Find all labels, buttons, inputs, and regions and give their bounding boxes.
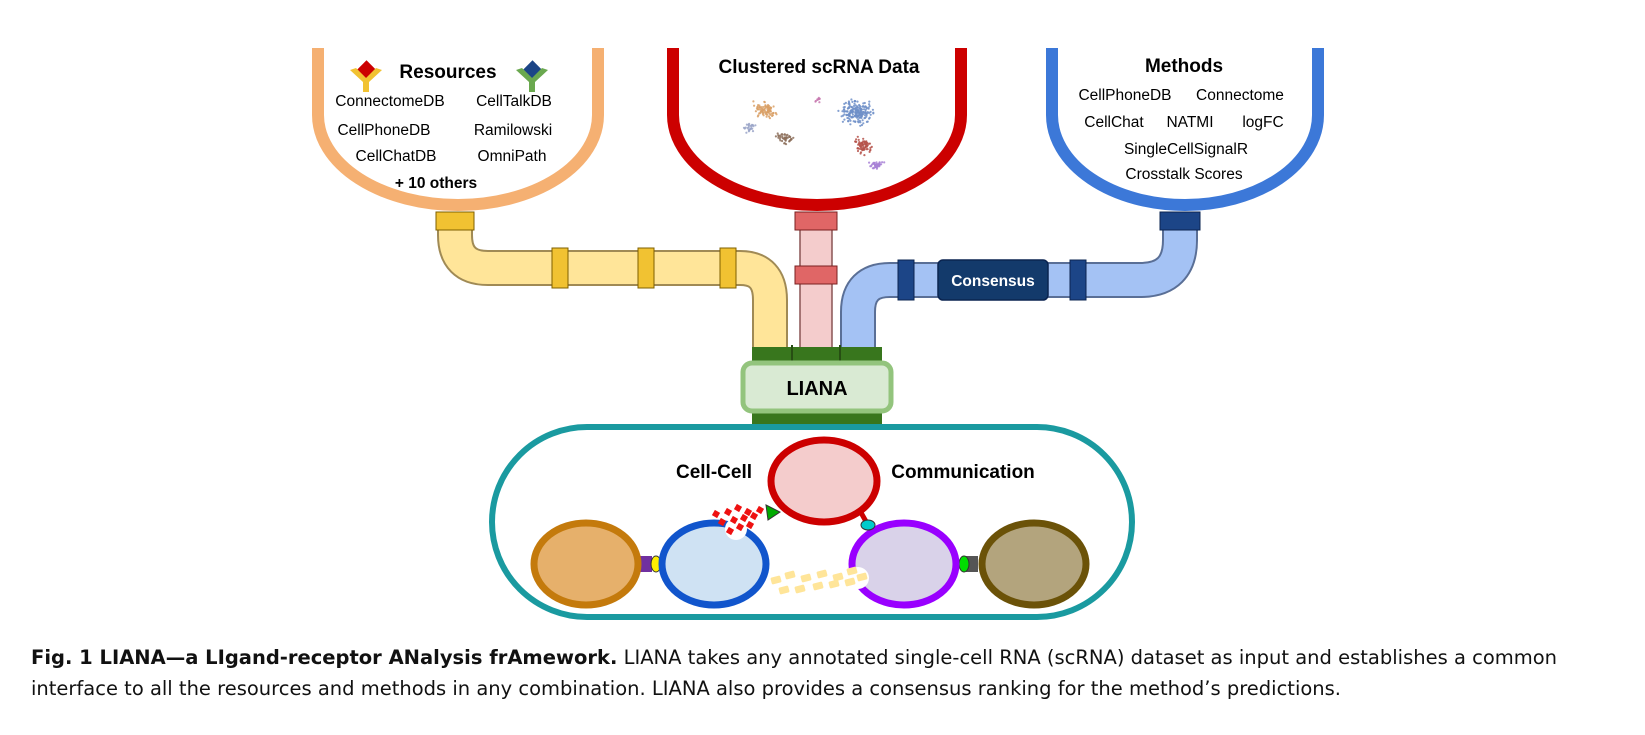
communication-label: Communication [891, 462, 1035, 483]
data-pipe [794, 211, 838, 364]
liana-hub: LIANA [740, 345, 894, 427]
liana-label: LIANA [786, 378, 847, 400]
pipe-joint [551, 247, 569, 289]
cell-pink [767, 436, 881, 526]
cell-junction [966, 556, 978, 572]
pipe-joint [897, 259, 915, 301]
umap-scatter-icon [742, 96, 886, 170]
data-bowl: Clustered scRNA Data [667, 48, 967, 211]
liana-framework-diagram: Consensus Resources ConnectomeDB CellTal… [312, 48, 1324, 620]
figure-caption: Fig. 1 LIANA—a LIgand-receptor ANalysis … [31, 642, 1621, 704]
resource-item: CellPhoneDB [337, 122, 430, 139]
signal-arrow [765, 504, 781, 521]
method-item: logFC [1242, 114, 1283, 131]
methods-bowl: Methods CellPhoneDB Connectome CellChat … [1046, 48, 1324, 211]
method-item: CellPhoneDB [1078, 87, 1171, 104]
resource-item: OmniPath [478, 148, 547, 165]
cell-cell-label: Cell-Cell [676, 462, 752, 483]
receptor-icon [350, 60, 382, 92]
pipe-joint [794, 265, 838, 285]
receptor-icon [516, 60, 548, 92]
cell-orange [530, 519, 642, 609]
consensus-box [937, 259, 1049, 301]
pipe-joint [1159, 211, 1201, 231]
resource-item: CellTalkDB [476, 93, 552, 110]
resource-item: CellChatDB [356, 148, 437, 165]
caption-lead: Fig. 1 LIANA—a LIgand-receptor ANalysis … [31, 646, 618, 669]
method-item: NATMI [1166, 114, 1213, 131]
resource-extra: + 10 others [395, 175, 477, 192]
consensus-label: Consensus [951, 273, 1035, 290]
method-item: SingleCellSignalR [1124, 141, 1248, 158]
data-title: Clustered scRNA Data [719, 57, 920, 78]
method-item: Crosstalk Scores [1125, 166, 1242, 183]
resources-pipe [435, 211, 788, 360]
method-item: CellChat [1084, 114, 1144, 131]
methods-pipe: Consensus [840, 211, 1201, 360]
resources-bowl: Resources ConnectomeDB CellTalkDB CellPh… [312, 48, 604, 211]
caption-text: LIANA takes any annotated single-cell RN… [31, 646, 1558, 700]
receptor-dot [860, 519, 876, 531]
resource-item: Ramilowski [474, 122, 552, 139]
cell-lavender [848, 519, 960, 609]
pipe-joint [637, 247, 655, 289]
receptor-dot [958, 555, 970, 573]
resources-title: Resources [399, 62, 496, 83]
cell-junction [640, 556, 652, 572]
pipe-joint [435, 211, 475, 231]
ligand-particles-yellow [770, 566, 869, 595]
ligand-particles-red [711, 503, 765, 540]
pipe-joint [794, 211, 838, 231]
cell-olive [978, 519, 1090, 609]
pipe-joint [719, 247, 737, 289]
cell-light-blue [658, 519, 770, 609]
pipe-joint [1069, 259, 1087, 301]
method-item: Connectome [1196, 87, 1284, 104]
cell-communication-panel: Cell-Cell Communication [489, 424, 1135, 620]
resource-item: ConnectomeDB [335, 93, 444, 110]
methods-title: Methods [1145, 56, 1223, 77]
